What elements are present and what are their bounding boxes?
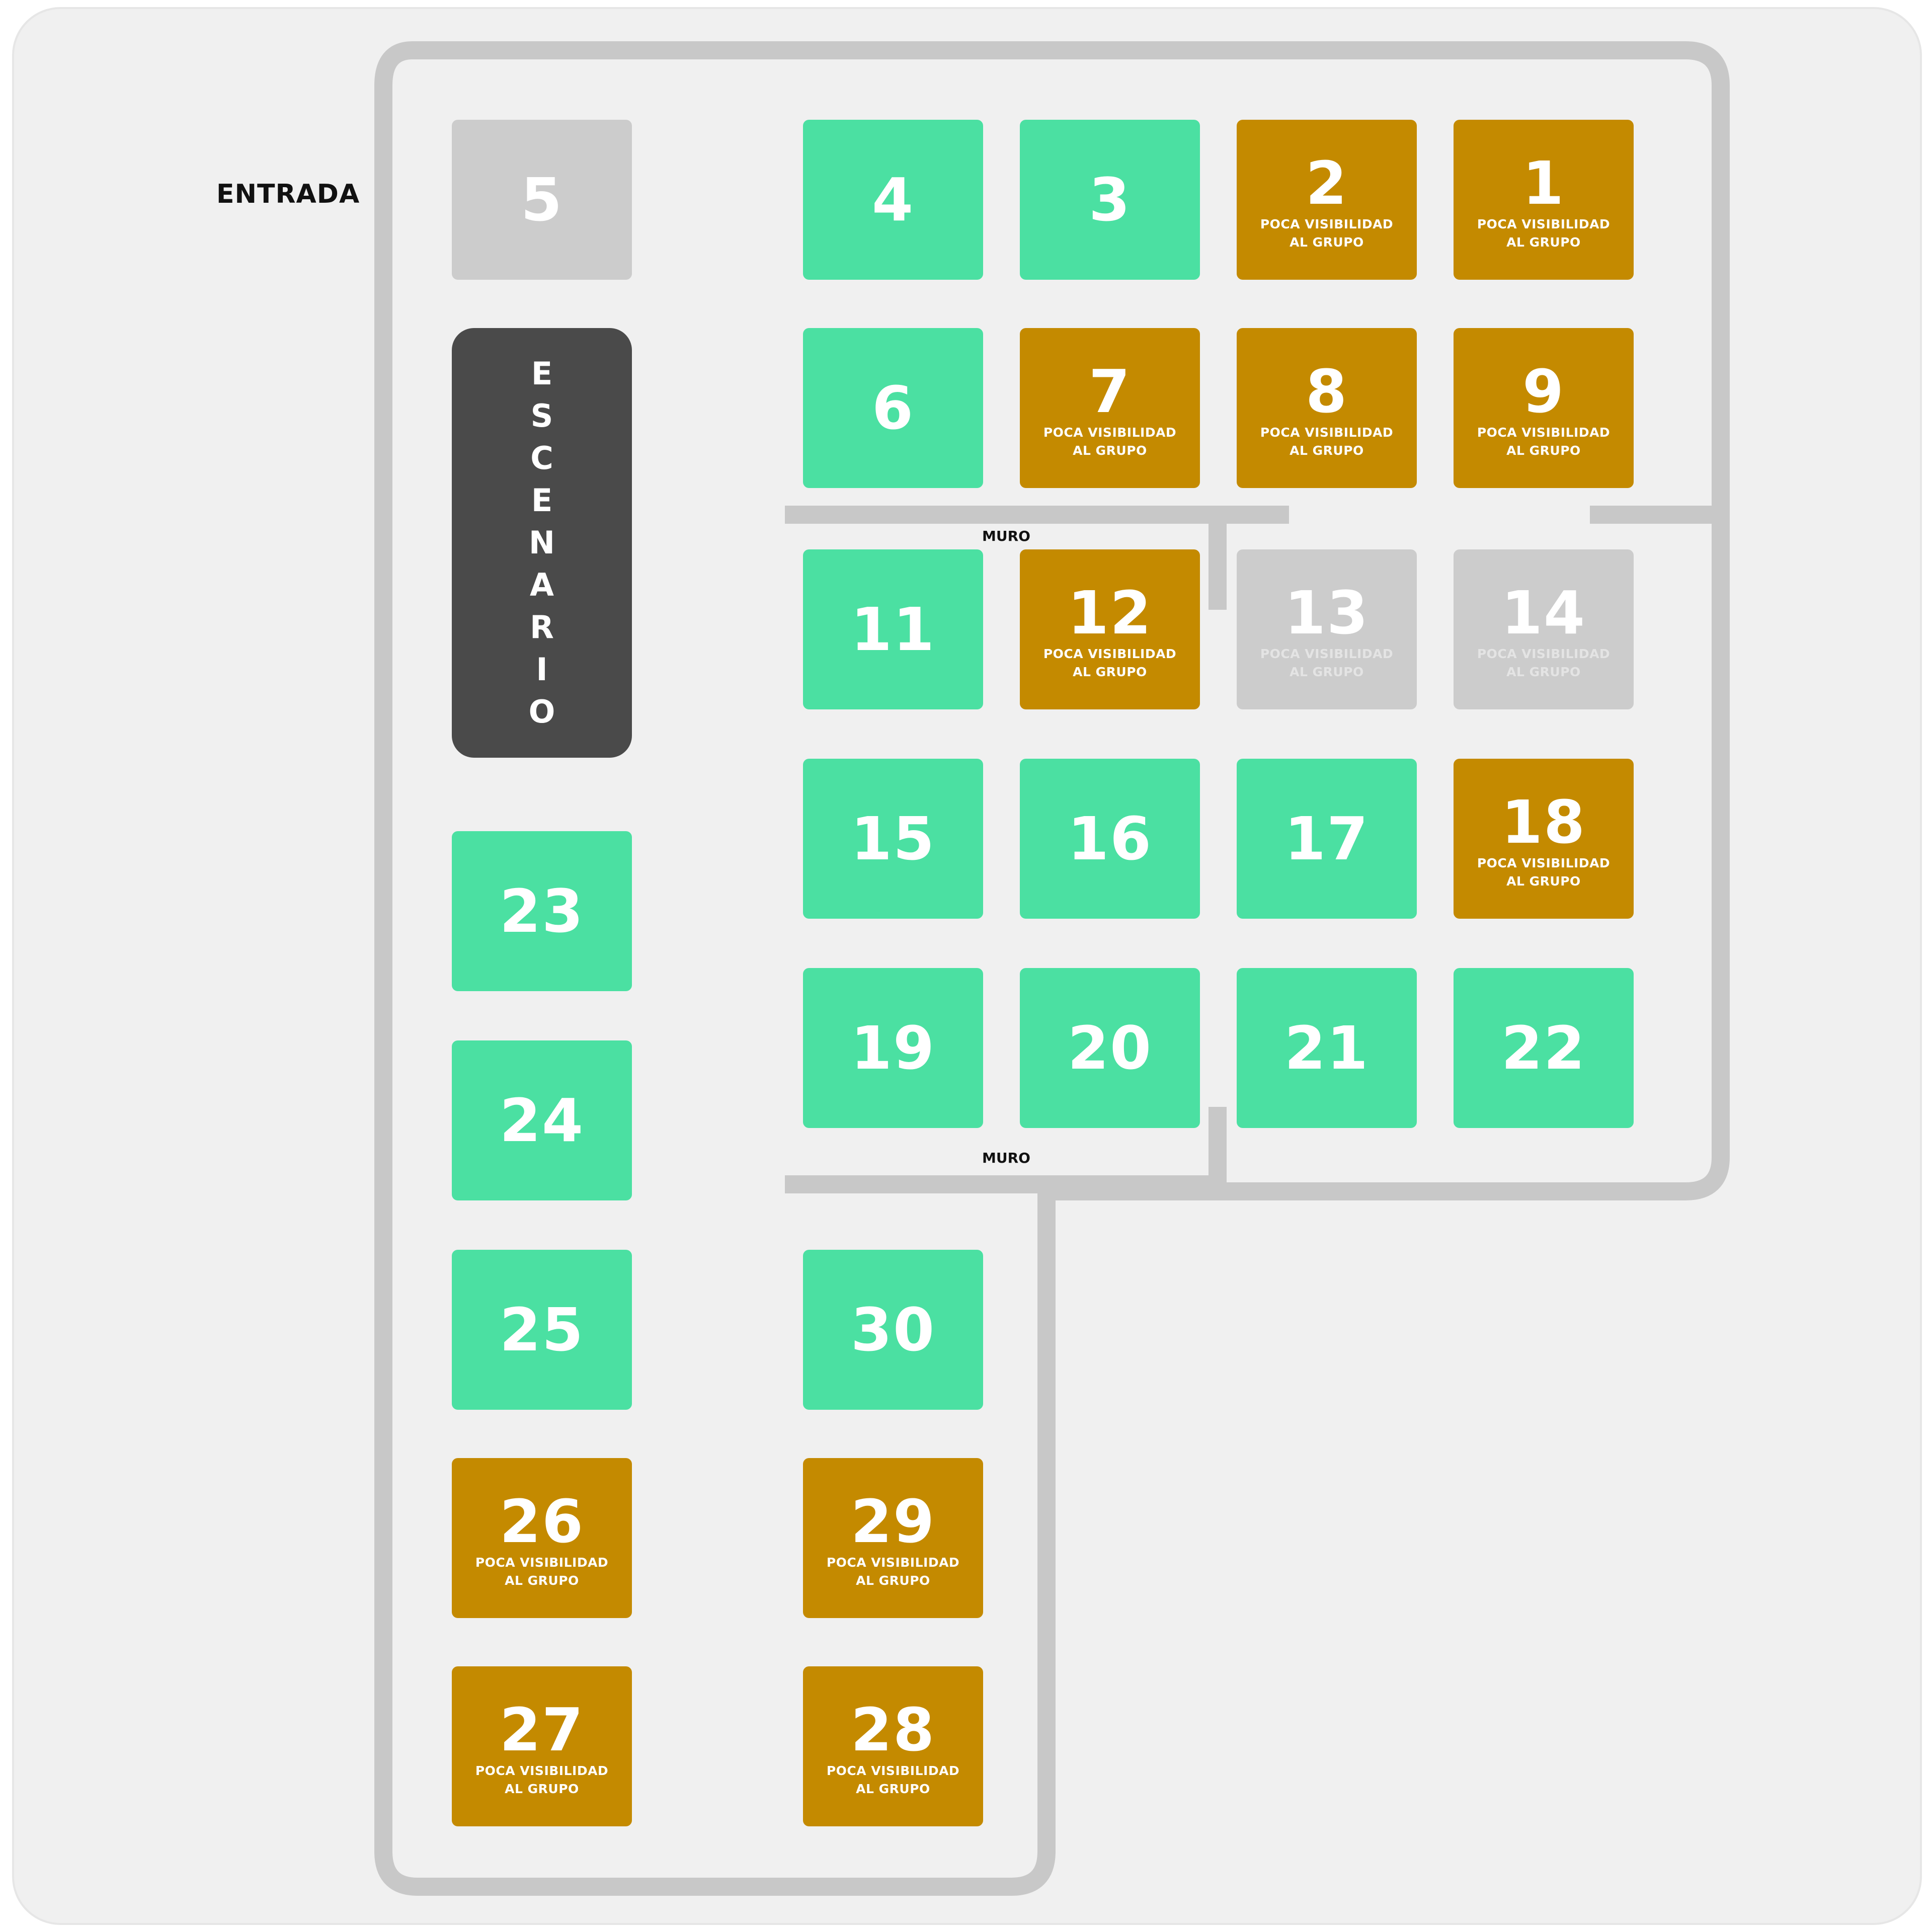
- table-number: 23: [499, 876, 585, 946]
- table-3[interactable]: 3: [1020, 120, 1200, 280]
- wall-label-bottom: MURO: [982, 1150, 1030, 1166]
- table-visibility-note: POCA VISIBILIDAD AL GRUPO: [1477, 856, 1611, 889]
- table-visibility-note: POCA VISIBILIDAD AL GRUPO: [1260, 647, 1394, 679]
- table-visibility-note: POCA VISIBILIDAD AL GRUPO: [826, 1555, 960, 1588]
- stage-letter: S: [530, 397, 553, 434]
- table-number: 15: [850, 804, 936, 873]
- table-number: 14: [1501, 578, 1586, 648]
- wall-label-top: MURO: [982, 528, 1030, 544]
- table-20[interactable]: 20: [1020, 968, 1200, 1128]
- table-number: 27: [499, 1695, 585, 1764]
- stage-letter: I: [536, 651, 548, 688]
- table-visibility-note: POCA VISIBILIDAD AL GRUPO: [475, 1763, 609, 1796]
- table-15[interactable]: 15: [803, 759, 983, 919]
- table-number: 13: [1284, 578, 1370, 648]
- table-number: 25: [499, 1295, 585, 1364]
- table-24[interactable]: 24: [452, 1040, 632, 1200]
- table-visibility-note: POCA VISIBILIDAD AL GRUPO: [826, 1763, 960, 1796]
- table-number: 18: [1501, 787, 1586, 857]
- stage-letter: R: [530, 609, 554, 646]
- table-visibility-note: POCA VISIBILIDAD AL GRUPO: [1260, 425, 1394, 458]
- table-30[interactable]: 30: [803, 1250, 983, 1410]
- table-number: 29: [850, 1487, 936, 1556]
- table-number: 4: [871, 165, 915, 234]
- table-number: 24: [499, 1086, 585, 1155]
- table-number: 17: [1284, 804, 1370, 873]
- floor-plan-card: [12, 7, 1922, 1925]
- table-number: 19: [850, 1013, 936, 1083]
- table-17[interactable]: 17: [1237, 759, 1417, 919]
- table-22[interactable]: 22: [1454, 968, 1634, 1128]
- table-number: 28: [850, 1695, 936, 1764]
- table-number: 6: [871, 373, 915, 443]
- table-number: 1: [1522, 148, 1565, 218]
- table-4[interactable]: 4: [803, 120, 983, 280]
- table-number: 22: [1501, 1013, 1586, 1083]
- table-16[interactable]: 16: [1020, 759, 1200, 919]
- table-number: 3: [1088, 165, 1132, 234]
- stage-letter: E: [531, 355, 553, 392]
- stage-letter: O: [528, 693, 555, 730]
- table-21[interactable]: 21: [1237, 968, 1417, 1128]
- table-6[interactable]: 6: [803, 328, 983, 488]
- table-11[interactable]: 11: [803, 549, 983, 709]
- table-number: 12: [1067, 578, 1153, 648]
- table-number: 26: [499, 1487, 585, 1556]
- table-visibility-note: POCA VISIBILIDAD AL GRUPO: [1260, 217, 1394, 250]
- table-visibility-note: POCA VISIBILIDAD AL GRUPO: [475, 1555, 609, 1588]
- table-number: 11: [850, 595, 936, 664]
- stage-letter: C: [530, 440, 553, 476]
- table-number: 7: [1088, 357, 1132, 426]
- table-visibility-note: POCA VISIBILIDAD AL GRUPO: [1043, 425, 1177, 458]
- table-number: 16: [1067, 804, 1153, 873]
- table-number: 30: [850, 1295, 936, 1364]
- stage-letter: A: [530, 567, 554, 603]
- stage-letter: E: [531, 482, 553, 519]
- stage-letter: N: [529, 524, 555, 561]
- table-visibility-note: POCA VISIBILIDAD AL GRUPO: [1477, 425, 1611, 458]
- table-number: 8: [1305, 357, 1348, 426]
- table-23[interactable]: 23: [452, 831, 632, 991]
- table-19[interactable]: 19: [803, 968, 983, 1128]
- entrance-label: ENTRADA: [216, 179, 360, 209]
- table-number: 9: [1522, 357, 1565, 426]
- table-visibility-note: POCA VISIBILIDAD AL GRUPO: [1477, 217, 1611, 250]
- table-number: 21: [1284, 1013, 1370, 1083]
- table-25[interactable]: 25: [452, 1250, 632, 1410]
- table-number: 2: [1305, 148, 1348, 218]
- table-visibility-note: POCA VISIBILIDAD AL GRUPO: [1043, 647, 1177, 679]
- table-number: 5: [520, 165, 564, 234]
- table-number: 20: [1067, 1013, 1153, 1083]
- table-visibility-note: POCA VISIBILIDAD AL GRUPO: [1477, 647, 1611, 679]
- table-5[interactable]: 5: [452, 120, 632, 280]
